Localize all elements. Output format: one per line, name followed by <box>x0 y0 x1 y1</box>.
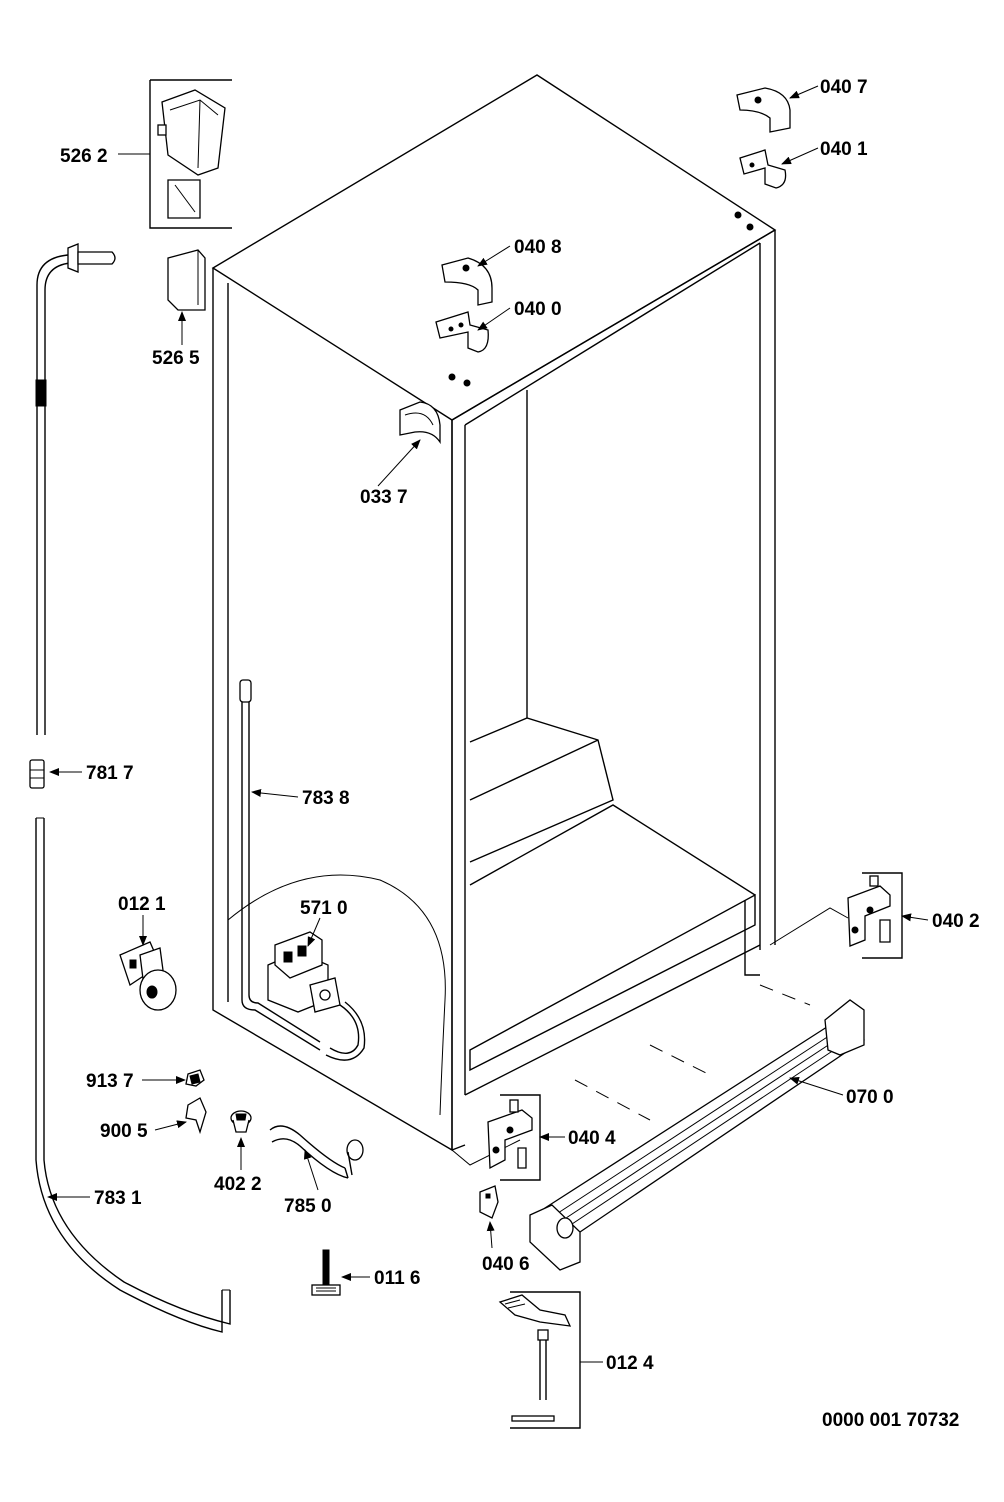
label-9005: 900 5 <box>100 1121 148 1142</box>
label-5265: 526 5 <box>152 348 200 369</box>
part-0404-hinge-lower <box>487 1094 541 1181</box>
label-7817: 781 7 <box>86 763 134 784</box>
part-0402-hinge-right-lower <box>847 872 903 959</box>
label-0407: 040 7 <box>820 77 868 98</box>
part-7850-hose <box>269 1125 364 1179</box>
leader-lines <box>47 85 929 1363</box>
part-0116-leveler <box>311 1249 341 1296</box>
part-5262-bracket <box>149 79 232 229</box>
part-0700-toe-grille <box>529 999 865 1271</box>
cabinet-shell <box>211 74 849 1166</box>
part-4022-grommet <box>230 1110 252 1133</box>
part-7831-tube-lower <box>35 817 231 1333</box>
label-7838: 783 8 <box>302 788 350 809</box>
label-7831: 783 1 <box>94 1188 142 1209</box>
part-tube-upper <box>35 243 116 735</box>
label-0400: 040 0 <box>514 299 562 320</box>
label-5710: 571 0 <box>300 898 348 919</box>
label-4022: 402 2 <box>214 1174 262 1195</box>
label-0124: 012 4 <box>606 1353 654 1374</box>
part-0124-kit <box>498 1291 581 1429</box>
label-0337: 033 7 <box>360 487 408 508</box>
label-0408: 040 8 <box>514 237 562 258</box>
part-0121-roller <box>119 941 177 1011</box>
part-9137-screw <box>185 1069 205 1087</box>
document-id: 0000 001 70732 <box>822 1410 959 1431</box>
label-9137: 913 7 <box>86 1071 134 1092</box>
label-0700: 070 0 <box>846 1087 894 1108</box>
label-0116: 011 6 <box>374 1268 421 1289</box>
label-0402: 040 2 <box>932 911 980 932</box>
part-9005-clip <box>185 1097 207 1135</box>
part-5710-water-valve <box>227 874 446 1116</box>
part-0408-0400-hinge-mid <box>435 257 493 387</box>
label-0406: 040 6 <box>482 1254 530 1275</box>
label-5262: 526 2 <box>60 146 108 167</box>
label-0404: 040 4 <box>568 1128 616 1149</box>
part-0406-hinge-bottom <box>479 1185 499 1219</box>
part-0337-handle <box>399 401 441 445</box>
label-0401: 040 1 <box>820 139 868 160</box>
part-7838-tube <box>239 679 321 1051</box>
label-0121: 012 1 <box>118 894 166 915</box>
part-7817-coupler <box>29 759 45 789</box>
part-5265-cover <box>167 249 206 311</box>
label-7850: 785 0 <box>284 1196 332 1217</box>
part-labels: 526 2 526 5 040 7 040 1 040 8 040 0 033 … <box>60 77 980 1431</box>
part-0407-0401-hinge-right <box>734 87 791 231</box>
